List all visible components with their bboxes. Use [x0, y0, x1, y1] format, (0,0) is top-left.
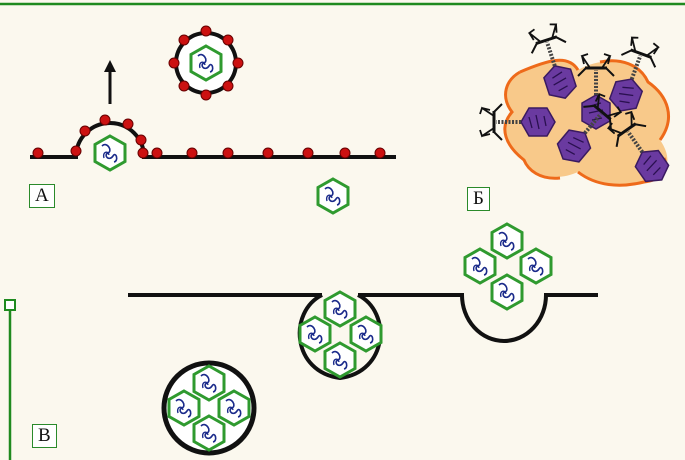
frame-marker — [4, 299, 16, 311]
panel-a-budding — [30, 25, 396, 215]
panel-label-a: А — [29, 184, 55, 208]
budding-capsid — [93, 134, 127, 172]
capsid-cluster-outside — [463, 222, 553, 311]
panel-label-b: Б — [467, 187, 490, 211]
coated-pit — [358, 293, 598, 343]
free-capsid — [316, 177, 350, 215]
released-enveloped-virion — [168, 25, 244, 101]
panel-label-c: В — [32, 424, 57, 448]
panel-c-endocytosis — [128, 222, 598, 456]
membrane-spikes-a — [32, 114, 386, 159]
panel-b-phage-infection — [478, 19, 679, 193]
endosome-vesicle — [161, 360, 257, 456]
release-arrow-head — [104, 60, 116, 72]
